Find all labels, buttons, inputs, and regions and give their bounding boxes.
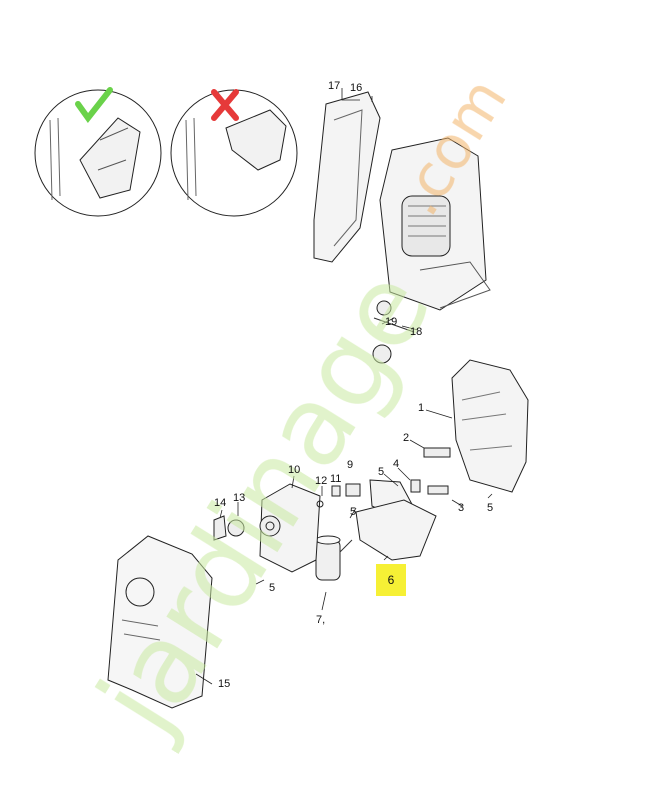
callout-leader-lines: [195, 88, 493, 685]
callout-9: 9: [347, 459, 354, 471]
callout-4: 4: [393, 458, 400, 470]
callout-11: 11: [330, 473, 342, 485]
x-mark-icon: [211, 89, 239, 121]
callout-3: 3: [458, 502, 465, 514]
callout-15: 15: [218, 678, 231, 690]
callout-18: 18: [410, 326, 423, 338]
callout-1: 1: [418, 402, 425, 414]
front-cover-part: [107, 535, 213, 709]
callout-10: 10: [288, 464, 301, 476]
correct-example-circle: [34, 89, 162, 217]
callout-5d: 5: [269, 582, 276, 594]
highlight-box-6: [376, 564, 406, 596]
callout-19: 19: [385, 316, 398, 328]
motor-pump-assembly: [379, 137, 491, 311]
callout-5a: 5: [378, 466, 385, 478]
wrong-example-circle: [170, 89, 298, 217]
callout-7: 7,: [316, 614, 326, 626]
callout-6: 6: [387, 573, 395, 587]
knob-parts: [213, 515, 245, 541]
fitting-parts: [372, 300, 415, 364]
motor-cover-part: [259, 483, 321, 573]
callout-5c: 5: [350, 506, 357, 518]
checkmark-icon: [75, 87, 113, 124]
capacitor-part: [315, 535, 353, 581]
switch-parts: [316, 483, 361, 508]
callout-17: 17: [328, 80, 341, 92]
small-parts: [355, 447, 451, 561]
housing-shell-part: [451, 359, 529, 493]
callout-16: 16: [350, 82, 363, 94]
callout-14: 14: [214, 497, 227, 509]
callout-5b: 5: [487, 502, 494, 514]
handle-part: [313, 91, 381, 263]
callout-13: 13: [233, 492, 246, 504]
callout-12: 12: [315, 475, 328, 487]
callout-2: 2: [403, 432, 410, 444]
